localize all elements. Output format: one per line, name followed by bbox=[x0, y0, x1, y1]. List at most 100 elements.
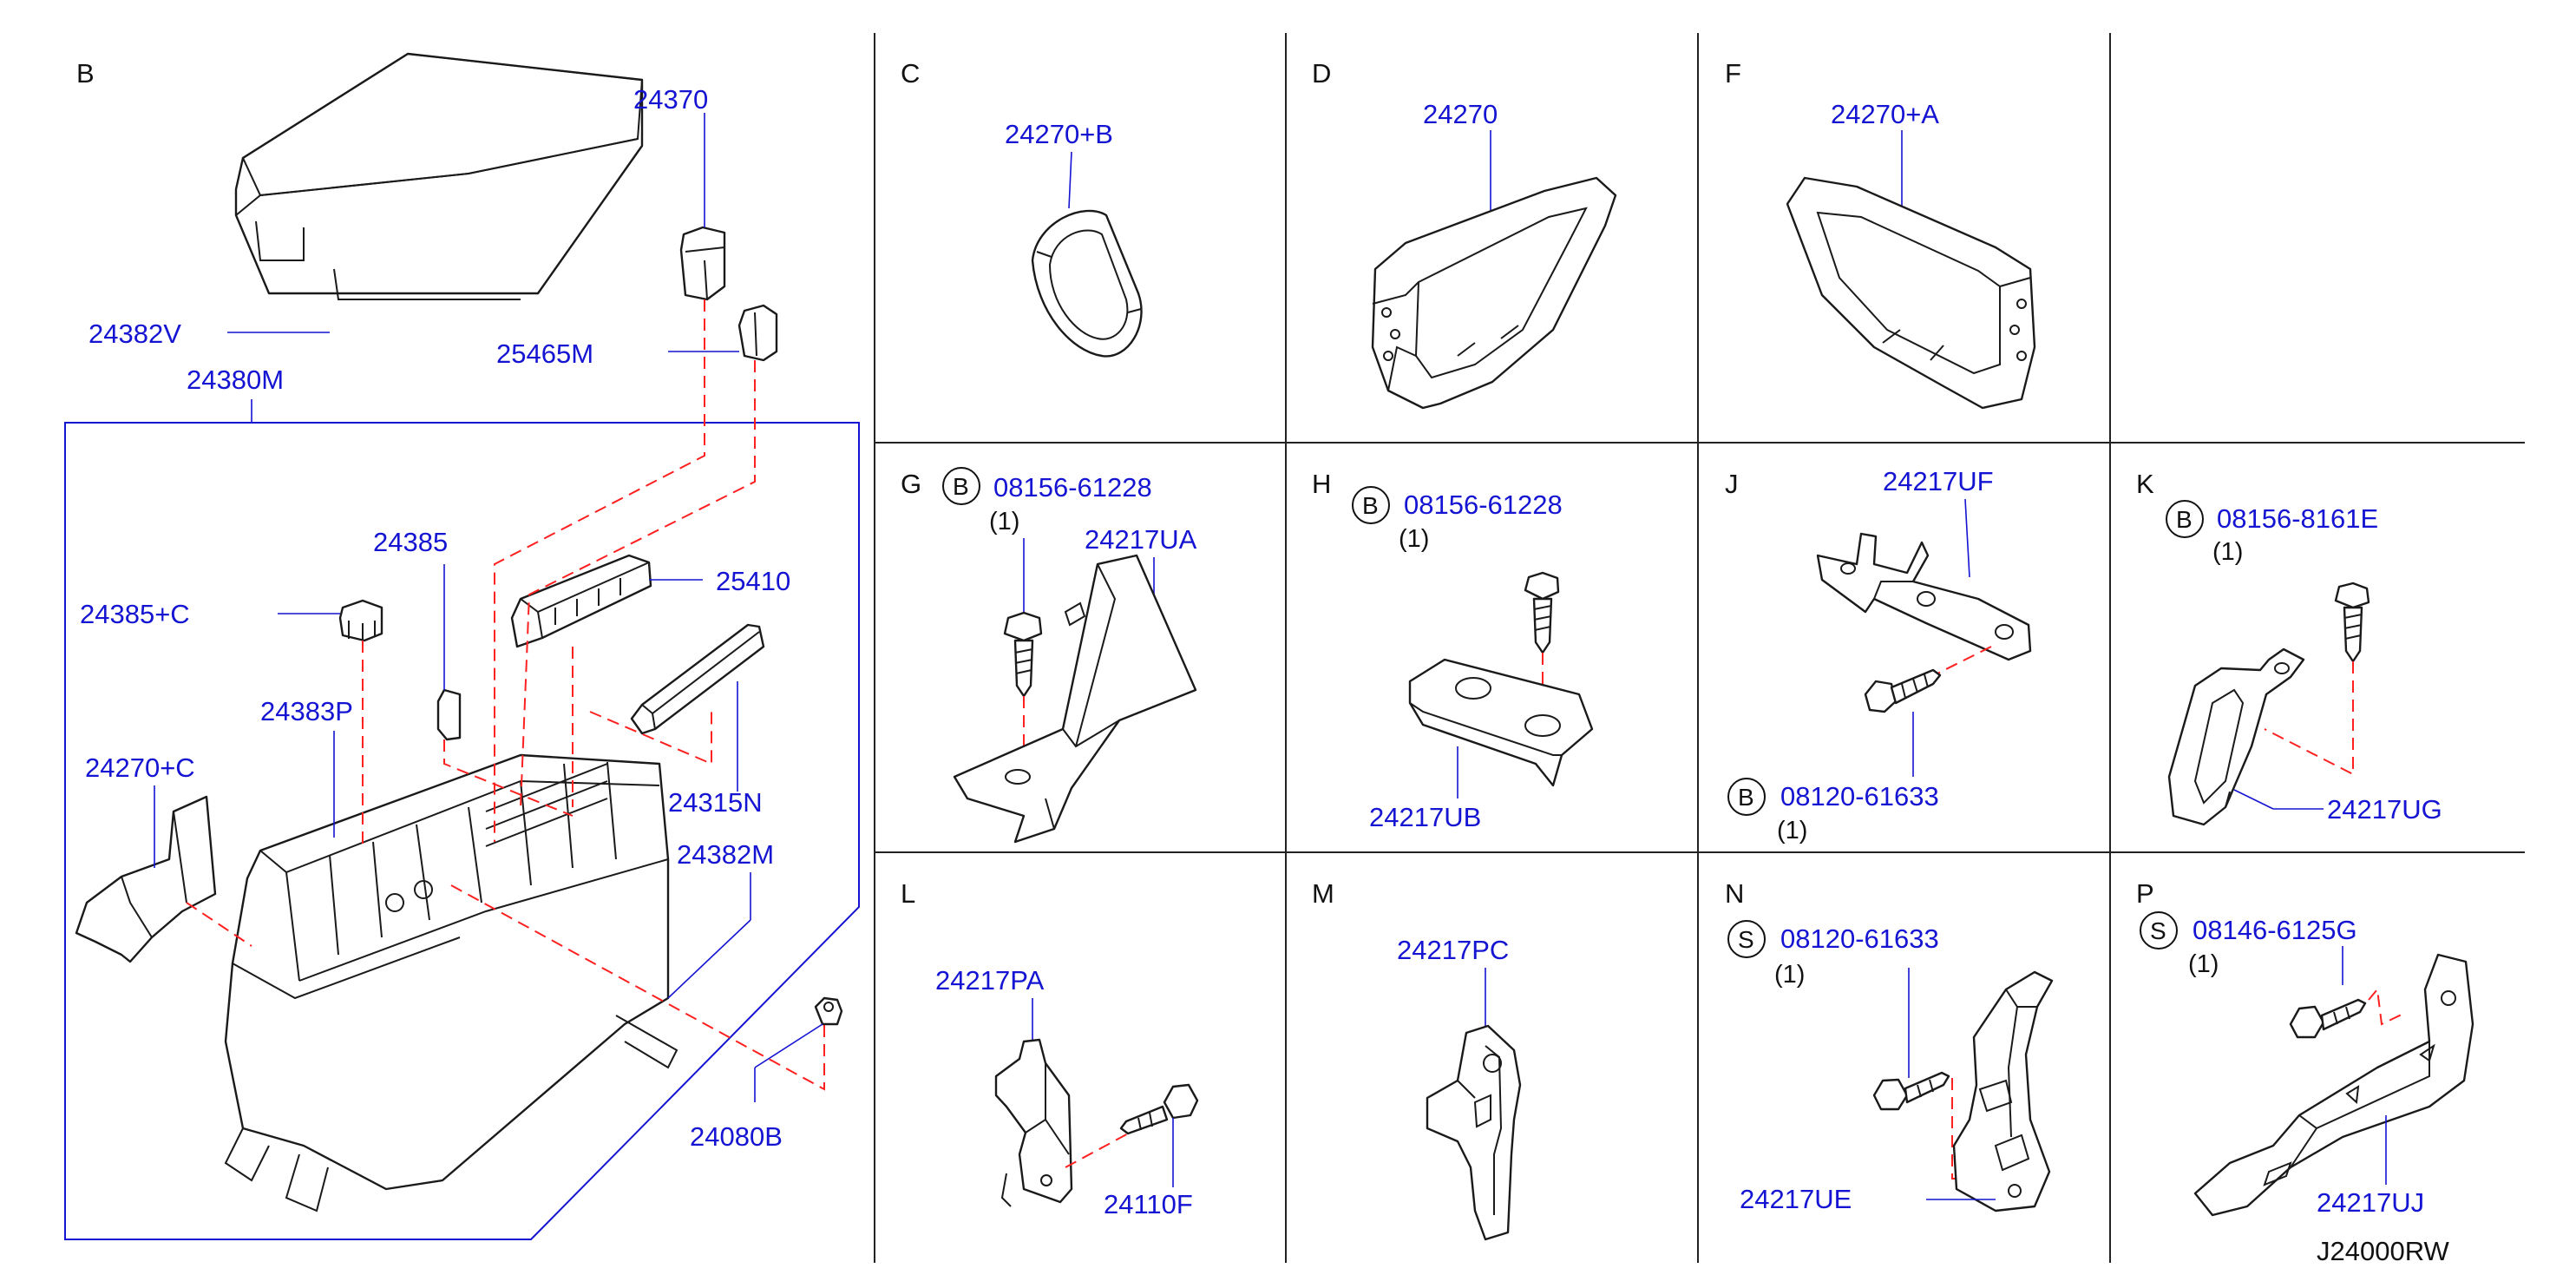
bracket-24217UJ bbox=[2193, 953, 2474, 1217]
section-letter-j: J bbox=[1725, 469, 1739, 499]
label-24217UB: 24217UB bbox=[1369, 802, 1481, 832]
ring-badge-n bbox=[1727, 920, 1766, 958]
label-24382V: 24382V bbox=[88, 319, 181, 349]
label-24217UF: 24217UF bbox=[1883, 466, 1994, 496]
label-24217UA: 24217UA bbox=[1085, 524, 1197, 555]
label-24217PA: 24217PA bbox=[935, 965, 1045, 996]
label-24110F: 24110F bbox=[1104, 1189, 1193, 1219]
section-b-dashes bbox=[186, 299, 825, 1091]
section-l: L 24217PA 24110F bbox=[901, 878, 1199, 1219]
cover-strip-24315N bbox=[630, 623, 765, 735]
label-24217UJ: 24217UJ bbox=[2317, 1187, 2424, 1218]
section-g: G B 08156-61228 (1) 24217UA bbox=[901, 467, 1197, 844]
ring-letter-g: B bbox=[953, 473, 969, 500]
section-m: M 24217PC bbox=[1312, 878, 1522, 1241]
bracket-24217PC bbox=[1426, 1024, 1522, 1241]
label-24080B: 24080B bbox=[690, 1121, 783, 1152]
fuse-25465M bbox=[737, 304, 778, 362]
relay-box-cover bbox=[234, 52, 644, 300]
label-24270: 24270 bbox=[1423, 99, 1498, 129]
ring-letter-j: B bbox=[1738, 784, 1754, 811]
qty-p: (1) bbox=[2188, 950, 2219, 978]
label-08156-61228-g: 08156-61228 bbox=[993, 472, 1152, 503]
qty-j: (1) bbox=[1777, 817, 1807, 844]
section-letter-h: H bbox=[1312, 469, 1331, 499]
clip-24385 bbox=[436, 688, 462, 741]
section-letter-n: N bbox=[1725, 878, 1744, 909]
ring-badge-p bbox=[2140, 911, 2178, 950]
section-letter-d: D bbox=[1312, 58, 1331, 89]
relay-24370 bbox=[679, 226, 726, 301]
label-24217UG: 24217UG bbox=[2327, 794, 2442, 825]
label-24380M: 24380M bbox=[187, 365, 284, 395]
assembly-frame bbox=[64, 422, 860, 1240]
label-24270C: 24270+C bbox=[85, 752, 195, 783]
section-b-leaders bbox=[154, 113, 823, 1102]
section-letter-k: K bbox=[2136, 469, 2154, 499]
section-c: C 24270+B bbox=[901, 58, 1143, 358]
bracket-24217UE bbox=[1952, 970, 2054, 1212]
section-letter-b: B bbox=[76, 58, 95, 89]
qty-h: (1) bbox=[1399, 525, 1429, 553]
section-letter-m: M bbox=[1312, 878, 1334, 909]
screw-k bbox=[2334, 582, 2370, 663]
screw-24110F bbox=[1119, 1083, 1199, 1135]
screw-n bbox=[1872, 1071, 1950, 1111]
section-n: N S 08120-61633 (1) 24217UE bbox=[1725, 878, 2054, 1214]
bracket-24217PA bbox=[994, 1038, 1073, 1207]
ring-badge-g bbox=[942, 467, 980, 505]
relay-24385C bbox=[338, 599, 383, 642]
plate-24217UB bbox=[1408, 658, 1594, 787]
label-24385: 24385 bbox=[373, 527, 448, 557]
label-24270A: 24270+A bbox=[1831, 99, 1939, 129]
nut-24080B bbox=[814, 996, 843, 1026]
ring-badge-h bbox=[1352, 486, 1390, 524]
diagram-code: J24000RW bbox=[2317, 1236, 2450, 1266]
section-letter-c: C bbox=[901, 58, 920, 89]
section-f: F 24270+A bbox=[1725, 58, 2036, 410]
bracket-24217UG bbox=[2167, 647, 2305, 826]
section-p: P S 08146-6125G (1) 24217UJ bbox=[2136, 878, 2474, 1218]
ring-badge-j bbox=[1727, 778, 1766, 816]
label-08120-61633-j: 08120-61633 bbox=[1780, 781, 1939, 812]
label-24382M: 24382M bbox=[677, 839, 774, 870]
section-d: D 24270 bbox=[1312, 58, 1617, 410]
section-letter-g: G bbox=[901, 469, 921, 499]
section-k: K B 08156-8161E (1) 24217UG bbox=[2136, 469, 2442, 826]
screw-g bbox=[1003, 611, 1043, 698]
fuse-block-25410 bbox=[510, 554, 652, 648]
relay-box-body bbox=[224, 753, 678, 1212]
ring-24270B bbox=[1031, 209, 1143, 358]
bracket-24217UA bbox=[953, 554, 1197, 844]
ring-letter-n: S bbox=[1738, 926, 1754, 953]
label-24217PC: 24217PC bbox=[1397, 935, 1509, 965]
label-08146-6125G: 08146-6125G bbox=[2193, 915, 2357, 945]
frame-24270A bbox=[1786, 176, 2036, 410]
label-25410: 25410 bbox=[716, 566, 790, 596]
frame-24270 bbox=[1371, 176, 1617, 410]
section-h: H B 08156-61228 (1) 24217UB bbox=[1312, 469, 1594, 832]
label-08156-8161E: 08156-8161E bbox=[2217, 503, 2378, 534]
section-letter-l: L bbox=[901, 878, 915, 909]
label-24270B: 24270+B bbox=[1005, 119, 1113, 149]
label-08156-61228-h: 08156-61228 bbox=[1404, 490, 1563, 520]
ring-letter-k: B bbox=[2176, 506, 2193, 533]
qty-k: (1) bbox=[2212, 538, 2243, 566]
screw-h bbox=[1524, 571, 1560, 654]
label-24217UE: 24217UE bbox=[1740, 1184, 1852, 1214]
panel-grid bbox=[874, 33, 2525, 1263]
screw-j bbox=[1864, 668, 1942, 713]
section-b: B bbox=[64, 52, 860, 1240]
bracket-24217UF bbox=[1816, 532, 2032, 661]
qty-g: (1) bbox=[989, 508, 1019, 536]
label-08120-61633-n: 08120-61633 bbox=[1780, 923, 1939, 954]
duct-24270C bbox=[75, 795, 217, 963]
label-24315N: 24315N bbox=[668, 787, 763, 818]
qty-n: (1) bbox=[1774, 961, 1805, 989]
section-j: J 24217UF B 08120-61633 (1) bbox=[1725, 466, 2032, 844]
section-letter-f: F bbox=[1725, 58, 1741, 89]
screw-p bbox=[2289, 998, 2367, 1039]
label-24370: 24370 bbox=[633, 84, 708, 115]
